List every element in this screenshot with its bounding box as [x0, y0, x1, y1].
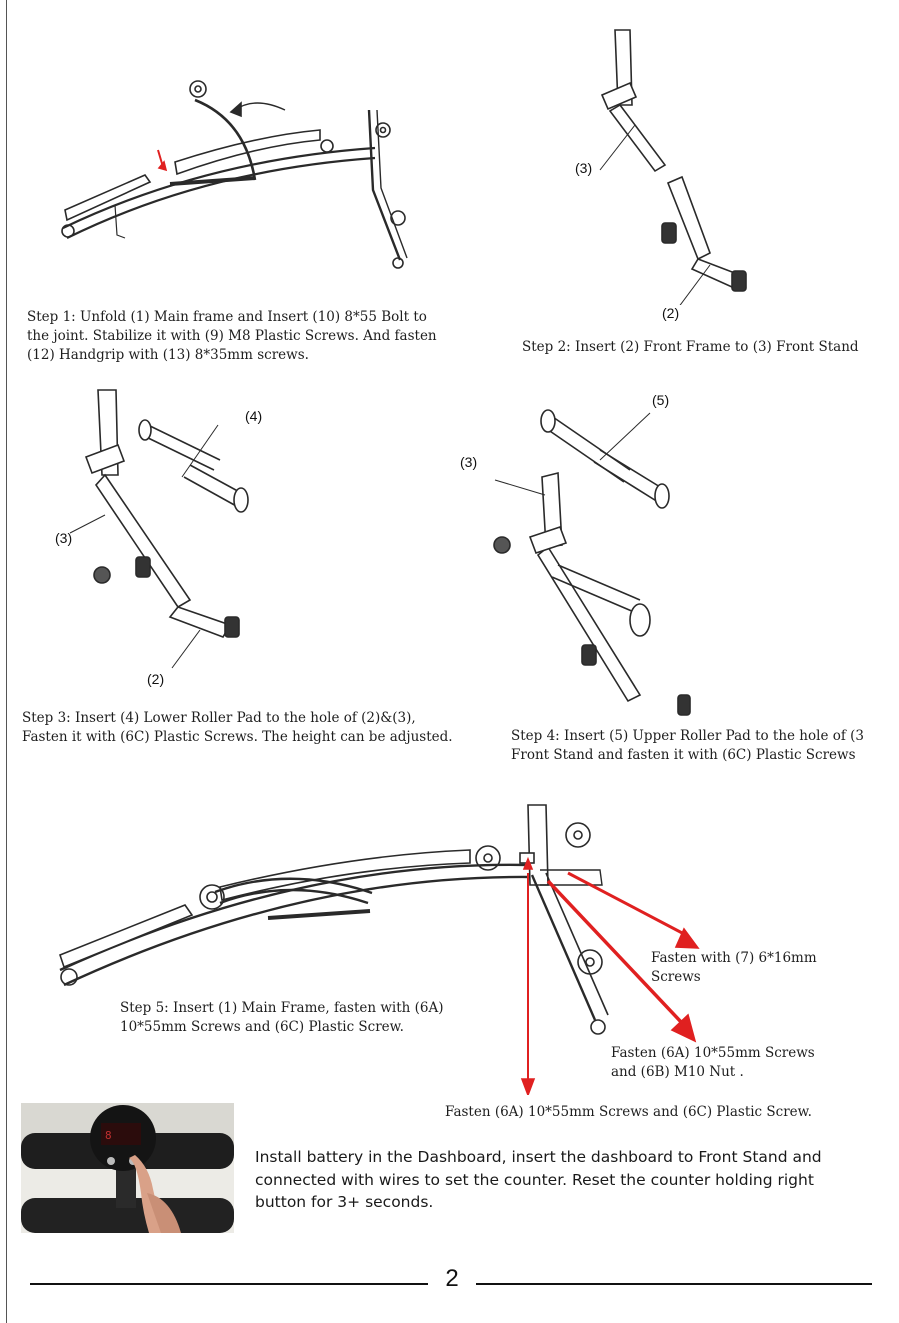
page-number: 2 — [445, 1265, 459, 1292]
fig3-part4-label: (4) — [245, 408, 263, 424]
step3-illustration — [60, 385, 260, 675]
fig3-part3-label: (3) — [55, 530, 73, 546]
footer-rule-left — [30, 1283, 428, 1285]
step5-caption: Step 5: Insert (1) Main Frame, fasten wi… — [120, 1000, 444, 1035]
step4-caption: Step 4: Insert (5) Upper Roller Pad to t… — [511, 728, 865, 763]
step2-illustration — [560, 25, 760, 305]
fig3-part2-label: (2) — [147, 671, 165, 687]
step3-caption: Step 3: Insert (4) Lower Roller Pad to t… — [22, 710, 453, 745]
fig4-part5-label: (5) — [652, 392, 670, 408]
step1-illustration — [55, 70, 415, 270]
step2-caption: Step 2: Insert (2) Front Frame to (3) Fr… — [522, 339, 859, 355]
dashboard-photo: 8 — [21, 1103, 234, 1233]
fig2-part3-label: (3) — [575, 160, 593, 176]
fasten6a6b-callout: Fasten (6A) 10*55mm Screws and (6B) M10 … — [611, 1045, 815, 1080]
step5-illustration — [50, 795, 710, 1095]
step4-illustration — [490, 395, 700, 725]
install-instructions: Install battery in the Dashboard, insert… — [255, 1148, 822, 1211]
page-left-border — [6, 0, 7, 1323]
fig2-part2-label: (2) — [662, 305, 680, 321]
footer-rule-right — [476, 1283, 872, 1285]
fig4-part3-label: (3) — [460, 454, 478, 470]
fasten7-callout: Fasten with (7) 6*16mm Screws — [651, 950, 817, 985]
fasten6a6c-callout: Fasten (6A) 10*55mm Screws and (6C) Plas… — [445, 1104, 812, 1120]
svg-text:8: 8 — [105, 1129, 112, 1142]
step1-caption: Step 1: Unfold (1) Main frame and Insert… — [27, 309, 437, 363]
